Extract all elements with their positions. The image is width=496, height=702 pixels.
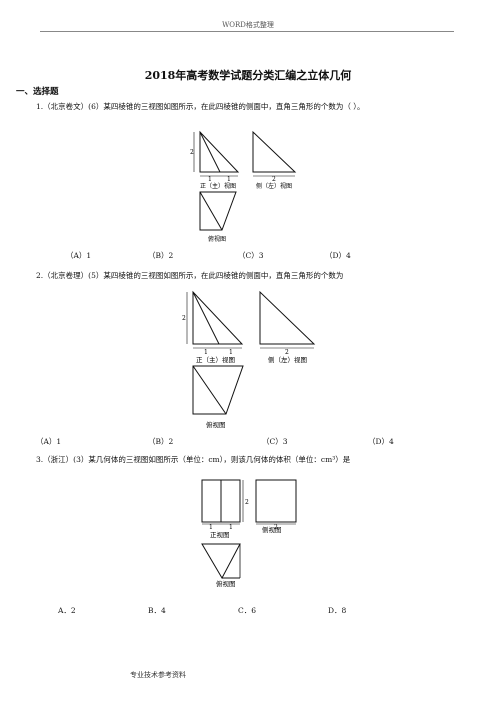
q2-top-outline	[192, 365, 244, 415]
page-footer: 专业技术参考资料	[130, 671, 186, 679]
header-divider	[40, 31, 454, 32]
q2-dim-height: 2	[182, 315, 186, 322]
question-2-figure: 2 1 1 2 正（主）视图 侧（左）视图 俯视图	[182, 290, 316, 429]
q2-option-c: （C）3	[262, 437, 288, 446]
question-1-text: 1.（北京卷文）(6）某四棱锥的三视图如图所示，在此四棱锥的侧面中，直角三角形的…	[36, 102, 365, 111]
page-title: 2018年高考数学试题分类汇编之立体几何	[144, 69, 352, 82]
q2-front-outline	[192, 290, 244, 345]
q3-option-c: C．6	[238, 606, 257, 615]
q2-front-inner-line	[192, 291, 220, 345]
q2-dim-2: 2	[285, 349, 289, 356]
q3-option-b: B．4	[148, 606, 166, 615]
q1-front-inner-line	[199, 131, 221, 173]
question-3-text: 3.（浙江）(3）某几何体的三视图如图所示（单位：cm），则该几何体的体积（单位…	[36, 455, 351, 464]
q2-top-label: 俯视图	[206, 420, 226, 429]
q3-top-outline	[201, 543, 241, 580]
q3-option-a: A．2	[58, 606, 76, 615]
q1-dim-1a: 1	[208, 176, 212, 183]
q2-option-b: （B）2	[148, 437, 174, 446]
q3-top-view	[201, 543, 241, 580]
q1-side-label: 侧（左）视图	[256, 182, 292, 190]
q1-front-view	[199, 130, 240, 173]
q1-option-d: （D）4	[325, 251, 351, 260]
q2-dim-1a: 1	[204, 349, 208, 356]
q2-top-diag	[192, 365, 227, 415]
page-header: WORD格式整理	[222, 21, 274, 29]
q3-front-label: 正视图	[210, 530, 230, 539]
q3-front-view	[201, 479, 241, 523]
q2-option-a: （A）1	[36, 437, 62, 446]
question-1-figure: 2 1 1 2 正（主）视图 侧（左）视图 俯视图	[190, 130, 297, 243]
q1-front-label: 正（主）视图	[200, 182, 236, 190]
q1-side-outline	[252, 130, 297, 173]
q3-side-view	[255, 479, 297, 523]
q2-front-view	[192, 290, 244, 345]
q1-dims	[193, 132, 295, 177]
q1-dim-1b: 1	[227, 176, 231, 183]
q1-top-label: 俯视图	[208, 235, 226, 243]
question-2-text: 2.（北京卷理）(5）某四棱锥的三视图如图所示，在此四棱锥的侧面中，直角三角形的…	[36, 271, 344, 280]
q3-side-label: 侧视图	[262, 525, 282, 534]
q2-side-outline	[259, 290, 316, 345]
q3-dim-height: 2	[245, 499, 249, 506]
q2-dims	[186, 292, 314, 349]
q2-top-view	[192, 365, 244, 415]
q1-top-outline	[199, 191, 237, 231]
q1-top-diag	[199, 191, 223, 231]
q1-top-view	[199, 191, 237, 231]
q3-dim-2: 2	[274, 524, 278, 531]
q2-side-view	[259, 290, 316, 345]
q1-dim-2: 2	[272, 176, 276, 183]
q3-side-outline	[255, 479, 297, 523]
section-heading: 一、选择题	[16, 87, 59, 97]
q2-option-d: （D）4	[368, 437, 394, 446]
q1-front-outline	[199, 130, 240, 173]
q1-side-view	[252, 130, 297, 173]
q1-option-b: （B）2	[148, 251, 174, 260]
q1-dim-height: 2	[190, 149, 194, 156]
q2-front-label: 正（主）视图	[196, 355, 235, 364]
question-3-figure: 2 1 1 2 正视图 侧视图 俯视图	[201, 479, 297, 588]
q3-top-label: 俯视图	[216, 579, 236, 588]
q2-dim-1b: 1	[229, 349, 233, 356]
q3-dims	[202, 480, 296, 525]
q1-option-c: （C）3	[238, 251, 264, 260]
q2-side-label: 侧（左）视图	[268, 355, 307, 364]
q1-option-a: （A）1	[66, 251, 92, 260]
q3-option-d: D．8	[328, 606, 347, 615]
q3-dim-1b: 1	[229, 524, 233, 531]
q3-dim-1a: 1	[209, 524, 213, 531]
